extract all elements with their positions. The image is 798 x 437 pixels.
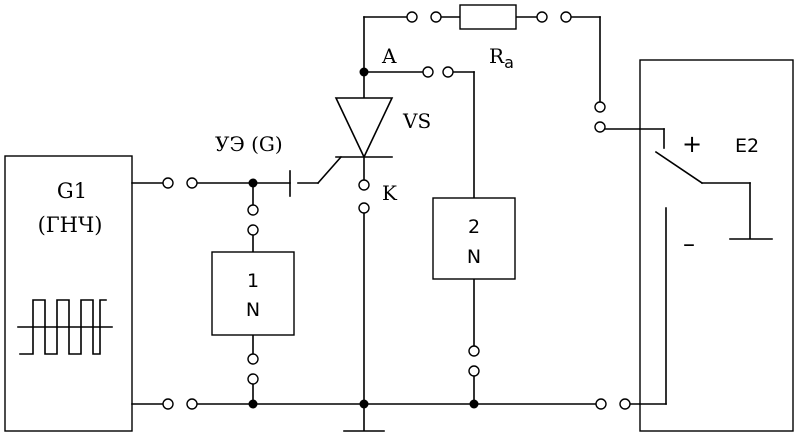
- minus-sign: –: [683, 230, 695, 258]
- generator-g1: G1 (ГНЧ): [4, 155, 133, 432]
- resistor-label-main: R: [489, 44, 505, 68]
- terminal: [422, 66, 434, 78]
- meter-1: 1 N: [211, 251, 295, 336]
- terminals: [162, 11, 631, 410]
- supply-e2: + – E2: [639, 59, 794, 432]
- terminal: [468, 345, 480, 357]
- cathode-label: K: [382, 181, 398, 205]
- wiring: [131, 16, 669, 432]
- terminal: [162, 177, 174, 189]
- terminal: [247, 353, 259, 365]
- gate-label: УЭ (G): [215, 132, 283, 156]
- plus-sign: +: [682, 130, 702, 158]
- junction-dot: [359, 399, 369, 409]
- terminal: [595, 398, 607, 410]
- terminal: [247, 373, 259, 385]
- meter-2-unit: N: [467, 246, 481, 268]
- junction-dot: [248, 178, 258, 188]
- resistor-body: [459, 4, 517, 30]
- terminal: [442, 66, 454, 78]
- terminal: [430, 11, 442, 23]
- terminal: [536, 11, 548, 23]
- generator-box: [4, 155, 133, 432]
- meter-2-number: 2: [468, 216, 480, 238]
- thyristor-label: VS: [402, 109, 431, 133]
- supply-name: E2: [735, 135, 759, 157]
- resistor-ra: Ra: [459, 4, 517, 72]
- terminal: [162, 398, 174, 410]
- terminal: [406, 11, 418, 23]
- junction-dot: [469, 399, 479, 409]
- terminal: [619, 398, 631, 410]
- terminal: [594, 121, 606, 133]
- terminal: [560, 11, 572, 23]
- generator-name: G1: [57, 179, 87, 203]
- terminal: [468, 365, 480, 377]
- terminal: [358, 202, 370, 214]
- junction-dot: [359, 67, 369, 77]
- terminal: [358, 179, 370, 191]
- anode-label: A: [381, 44, 397, 68]
- thyristor-vs: A VS УЭ (G) K: [215, 44, 431, 205]
- terminal: [186, 177, 198, 189]
- meter-2: 2 N: [432, 197, 516, 280]
- terminal: [186, 398, 198, 410]
- meter-1-number: 1: [247, 270, 259, 292]
- meter-1-box: [211, 251, 295, 336]
- resistor-label: Ra: [489, 44, 514, 72]
- resistor-label-sub: a: [504, 53, 514, 72]
- junction-dot: [248, 399, 258, 409]
- generator-subtitle: (ГНЧ): [38, 213, 103, 237]
- terminal: [247, 204, 259, 216]
- supply-box: [639, 59, 794, 432]
- terminal: [594, 101, 606, 113]
- terminal: [247, 224, 259, 236]
- meter-2-box: [432, 197, 516, 280]
- meter-1-unit: N: [246, 299, 260, 321]
- junctions: [248, 67, 479, 409]
- thyristor-symbol: [334, 97, 394, 159]
